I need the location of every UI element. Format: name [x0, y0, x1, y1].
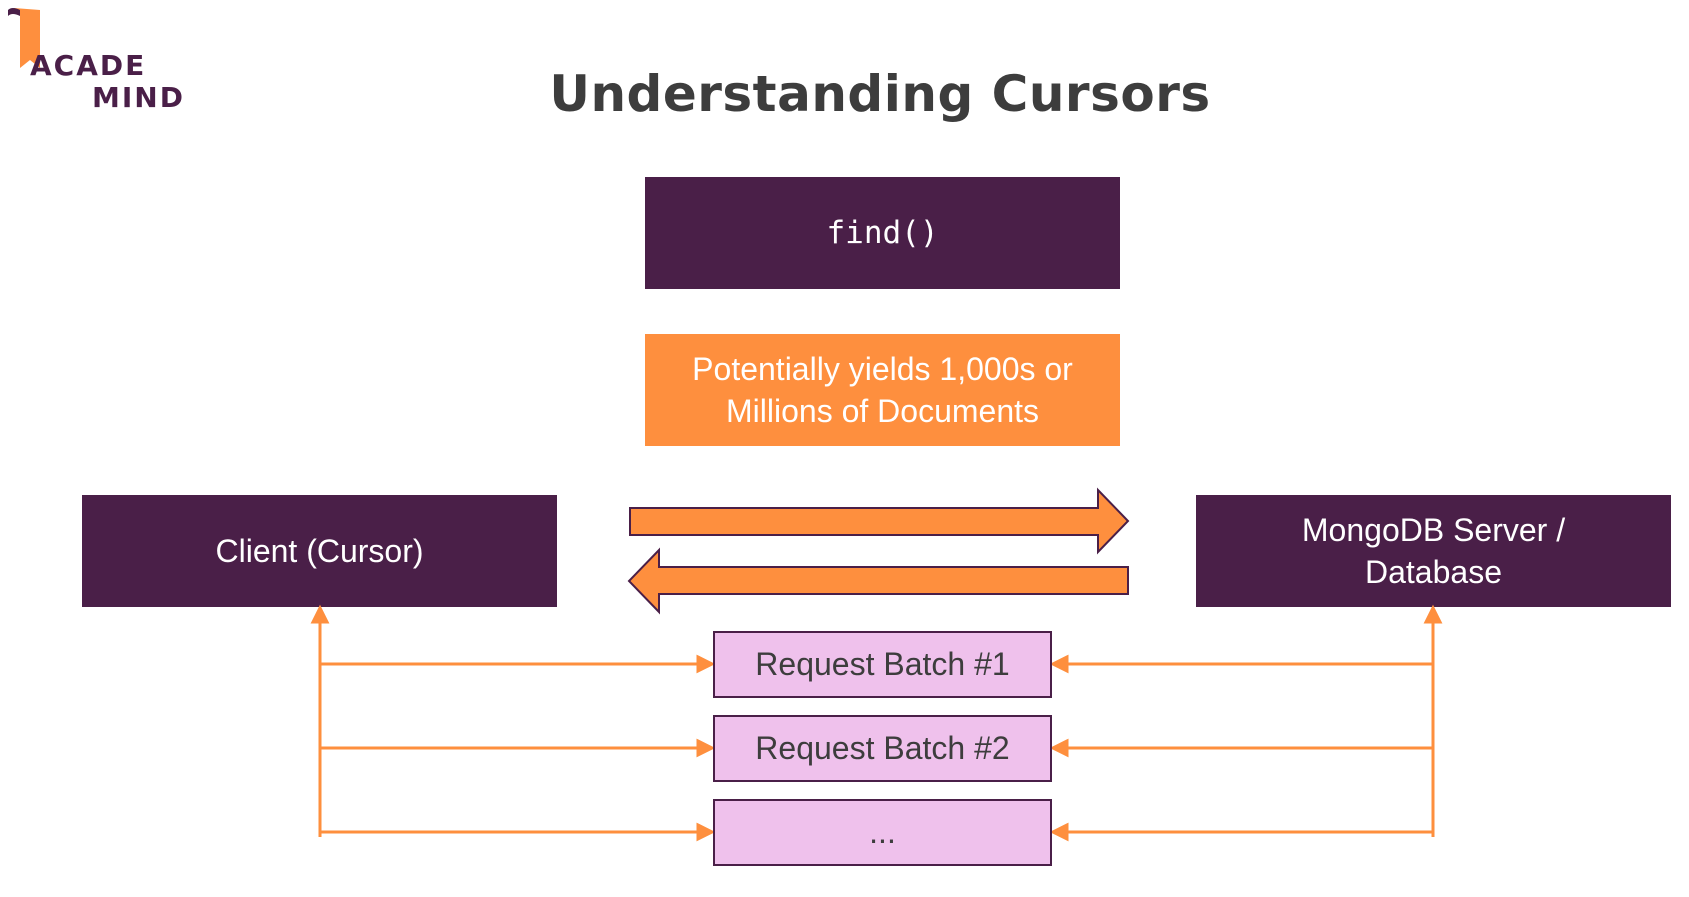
batch1-left-arrowhead [696, 654, 716, 674]
arrow-right-icon [629, 487, 1130, 555]
yield-note-label: Potentially yields 1,000s or Millions of… [692, 351, 1073, 429]
batch1-right-arrowhead [1049, 654, 1069, 674]
yield-note-box: Potentially yields 1,000s or Millions of… [645, 334, 1120, 446]
batch3-right-arrowhead [1049, 822, 1069, 842]
logo-text-line2: MIND [92, 81, 185, 114]
batch2-right-arrowhead [1049, 738, 1069, 758]
request-batch-2: Request Batch #2 [713, 715, 1052, 782]
request-batch-more-label: ... [869, 814, 896, 850]
find-query-box: find() [645, 177, 1120, 289]
logo-text-line1: ACADE [30, 49, 147, 82]
arrow-left-icon [627, 547, 1129, 615]
mongodb-server-box: MongoDB Server / Database [1196, 495, 1671, 607]
client-cursor-box: Client (Cursor) [82, 495, 557, 607]
page-title: Understanding Cursors [549, 65, 1211, 123]
academind-logo: ACADE MIND [8, 6, 198, 116]
batch3-left-arrowhead [696, 822, 716, 842]
mongodb-server-label: MongoDB Server / Database [1301, 512, 1566, 590]
client-arrowhead [310, 604, 330, 624]
request-batch-2-label: Request Batch #2 [755, 730, 1010, 766]
batch2-left-arrowhead [696, 738, 716, 758]
request-batch-1-label: Request Batch #1 [755, 646, 1010, 682]
bookmark-icon [8, 8, 40, 68]
request-batch-1: Request Batch #1 [713, 631, 1052, 698]
client-cursor-label: Client (Cursor) [215, 532, 424, 569]
server-arrowhead [1423, 604, 1443, 624]
request-batch-more: ... [713, 799, 1052, 866]
find-query-label: find() [826, 215, 939, 251]
